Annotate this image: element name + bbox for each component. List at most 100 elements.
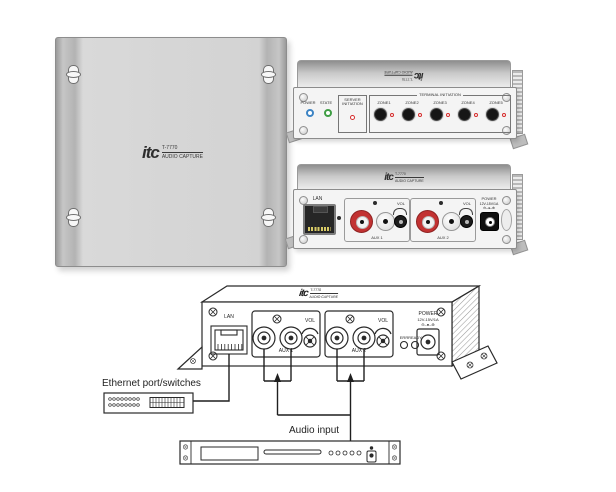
diagram-err-label: ERR [399,335,409,340]
device-top-face: itc T-7770 AUDIO CAPTURE [297,164,511,190]
zone1-group: ZONE1 [371,100,398,122]
product-name: AUDIO CAPTURE [308,295,339,300]
zone1-label: ZONE1 [377,100,391,105]
zone3-led [445,112,451,118]
zone5-button [485,108,499,122]
itc-logo: itc [298,287,309,299]
brand-logo-mirrored: itc T-7770 AUDIO CAPTURE [384,69,424,81]
front-face: POWER STATE SERVER INITIATION TERMINAL I… [293,87,517,139]
diagram-power-polarity: ⊖–●–⊕ [421,322,435,327]
screw-dot [439,201,443,205]
rear-panel-device: itc T-7770 AUDIO CAPTURE LAN [284,160,529,256]
keyhole-slot [261,208,276,227]
vol-label: VOL [396,201,405,206]
screw-dot [373,201,377,205]
diagram-power-jack [416,328,440,356]
power-spec: 12V-15V/1A [479,202,499,206]
product-name: AUDIO CAPTURE [394,179,424,183]
zone3-label: ZONE3 [433,100,447,105]
model-number: T-7770 [161,145,203,153]
rear-face: LAN VOL AUX 1 VOL [293,189,517,249]
zone5-label: ZONE5 [489,100,503,105]
oval-cutout [501,209,512,231]
zone2-led [417,112,423,118]
zone2-group: ZONE2 [399,100,426,122]
diagram-power-label: POWER [418,311,438,317]
state-led-label: STATE [319,100,333,105]
brand-logo: itc T-7770 AUDIO CAPTURE [142,144,203,161]
aux1-label: AUX 1 [371,234,383,240]
vol-arc [393,208,407,215]
lan-cable-line [193,354,230,402]
power-led [306,109,314,117]
screw-dot [337,216,341,220]
arrow-up-aux1 [274,373,281,382]
diagram-lan-label: LAN [224,314,234,320]
ethernet-switch-drawing [103,392,194,414]
left-mount-ear [176,345,203,370]
connection-lines [193,349,365,441]
vol-arc [459,208,473,215]
vol-knob [460,215,473,228]
terminal-initiation-section: TERMINAL INITIATION ZONE1 ZONE2 ZONE3 [369,92,511,133]
diagram-aux2-group [324,310,394,358]
screw [502,235,511,244]
zone2-label: ZONE2 [405,100,419,105]
lan-port [303,204,336,235]
zone1-led [389,112,395,118]
keyhole-slot [66,208,81,227]
diagram-ready-label: READY [408,335,422,340]
dc-power-jack [480,212,499,231]
state-led [324,109,332,117]
panel-screw [436,351,446,361]
rj45-latch [313,206,328,213]
itc-logo: itc [415,69,424,81]
rca-jack-red [350,210,373,233]
keyhole-slot [66,65,81,84]
arrow-up-aux2 [347,373,354,382]
screw [502,196,511,205]
itc-logo: itc [142,143,160,162]
itc-logo: itc [384,171,394,183]
power-led-label: POWER [300,100,316,105]
front-panel-device: itc T-7770 AUDIO CAPTURE POWER STATE SER… [285,58,529,150]
screw [299,93,308,102]
server-initiation-label-2: INITIATION [342,101,363,107]
terminal-initiation-label: TERMINAL INITIATION [417,92,463,97]
diagram-power-spec: 12V-15V/1A [417,317,439,322]
zone1-button [373,108,387,122]
zone4-group: ZONE4 [455,100,482,122]
ethernet-switch-label: Ethernet port/switches [102,378,201,389]
power-label: POWER [481,196,497,201]
diagram-aux2-label: AUX 2 [351,348,367,354]
diagram-aux1-group [251,310,321,358]
screw [299,126,308,135]
model-number: T-7770 [309,288,340,295]
power-polarity: ⊖–●–⊕ [483,206,495,210]
server-initiation-led [350,115,355,120]
server-initiation-section: SERVER INITIATION [338,95,367,133]
rca-jack-red [416,210,439,233]
diagram-status-leds [399,340,420,350]
diagram-aux1-label: AUX 1 [278,348,294,354]
zone4-led [473,112,479,118]
zone4-button [457,108,471,122]
zone5-group: ZONE5 [483,100,510,122]
audio-source-drawing [179,440,401,465]
aux2-label: AUX 2 [437,234,449,240]
product-name: AUDIO CAPTURE [161,154,203,160]
lan-label: LAN [312,196,323,202]
brand-logo: itc T-7770 AUDIO CAPTURE [298,287,340,300]
model-number: T-7770 [394,172,424,178]
panel-screw [208,351,218,361]
audio-input-label: Audio input [289,425,340,436]
zone2-button [401,108,415,122]
diagram-vol-label: VOL [377,318,388,324]
zone3-button [429,108,443,122]
vol-knob [394,215,407,228]
diagram-lan-port [210,325,248,355]
rj45-pins [308,227,331,231]
zone5-led [501,112,507,118]
